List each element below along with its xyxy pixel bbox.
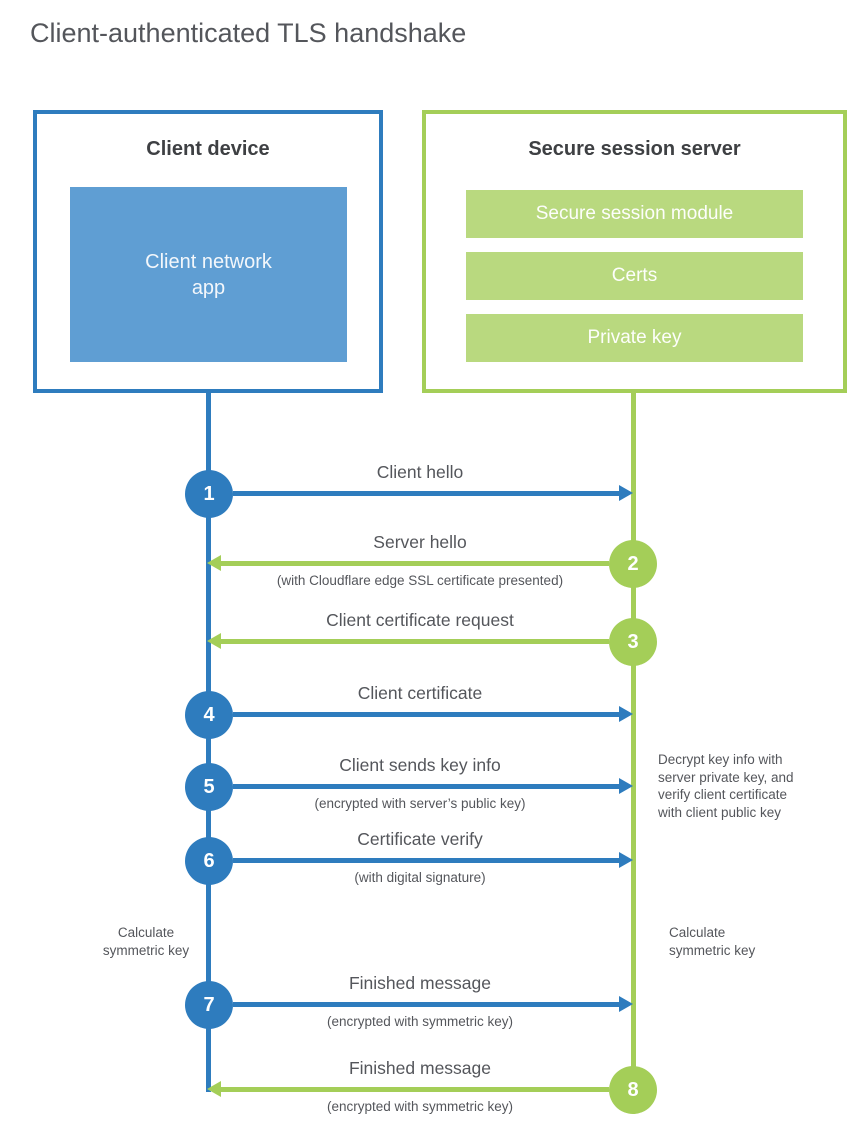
arrow-right-icon xyxy=(233,784,619,789)
arrow-left-icon xyxy=(221,1087,609,1092)
server-module-private-key: Private key xyxy=(466,314,803,362)
message-sublabel: (with Cloudflare edge SSL certificate pr… xyxy=(276,573,564,588)
message-label: Finished message xyxy=(348,973,492,993)
client-device-box: Client device Client network app xyxy=(33,110,383,393)
step-number: 2 xyxy=(627,552,639,575)
server-module-secure-session: Secure session module xyxy=(466,190,803,238)
arrow-left-icon xyxy=(221,561,609,566)
message-label: Server hello xyxy=(373,532,467,552)
arrowhead-right-icon xyxy=(619,485,633,501)
decrypt-key-info-note: Decrypt key info with server private key… xyxy=(658,752,794,820)
step-number: 3 xyxy=(627,630,639,653)
step-number-badge: 4 xyxy=(185,691,233,739)
step-number-badge: 3 xyxy=(609,618,657,666)
server-lifeline xyxy=(631,393,636,1090)
calculate-symmetric-key-note-server: Calculate symmetric key xyxy=(669,925,756,958)
arrow-right-icon xyxy=(233,858,619,863)
message-sublabel: (with digital signature) xyxy=(354,870,486,885)
step-number-badge: 1 xyxy=(185,470,233,518)
step-number-badge: 2 xyxy=(609,540,657,588)
step-number: 5 xyxy=(203,775,215,798)
message-label: Client sends key info xyxy=(339,755,501,775)
message-sublabel: (encrypted with server’s public key) xyxy=(314,796,526,811)
step-number-badge: 5 xyxy=(185,763,233,811)
page-title: Client-authenticated TLS handshake xyxy=(30,18,467,48)
message-label: Client certificate request xyxy=(326,610,514,630)
arrow-left-icon xyxy=(221,639,609,644)
message-label: Client hello xyxy=(376,462,464,482)
arrowhead-right-icon xyxy=(619,778,633,794)
client-network-app-box: Client network app xyxy=(70,187,347,362)
step-number: 4 xyxy=(203,703,215,726)
secure-session-server-title: Secure session server xyxy=(528,138,741,160)
message-label: Client certificate xyxy=(357,683,483,703)
arrowhead-right-icon xyxy=(619,706,633,722)
step-number-badge: 7 xyxy=(185,981,233,1029)
step-number: 6 xyxy=(203,849,215,872)
client-device-title: Client device xyxy=(146,138,270,160)
step-number: 8 xyxy=(627,1078,639,1101)
arrow-right-icon xyxy=(233,712,619,717)
secure-session-server-box: Secure session server Secure session mod… xyxy=(422,110,847,393)
step-number: 7 xyxy=(203,993,215,1016)
client-lifeline xyxy=(206,393,211,1092)
arrowhead-left-icon xyxy=(207,633,221,649)
arrowhead-right-icon xyxy=(619,996,633,1012)
step-number: 1 xyxy=(203,482,215,505)
message-label: Certificate verify xyxy=(357,829,483,849)
arrow-right-icon xyxy=(233,491,619,496)
message-sublabel: (encrypted with symmetric key) xyxy=(326,1099,514,1114)
message-sublabel: (encrypted with symmetric key) xyxy=(326,1014,514,1029)
step-number-badge: 6 xyxy=(185,837,233,885)
calculate-symmetric-key-note-client: Calculate symmetric key xyxy=(102,925,190,958)
arrow-right-icon xyxy=(233,1002,619,1007)
arrowhead-left-icon xyxy=(207,555,221,571)
arrowhead-right-icon xyxy=(619,852,633,868)
arrowhead-left-icon xyxy=(207,1081,221,1097)
message-label: Finished message xyxy=(348,1058,492,1078)
step-number-badge: 8 xyxy=(609,1066,657,1114)
server-module-certs: Certs xyxy=(466,252,803,300)
